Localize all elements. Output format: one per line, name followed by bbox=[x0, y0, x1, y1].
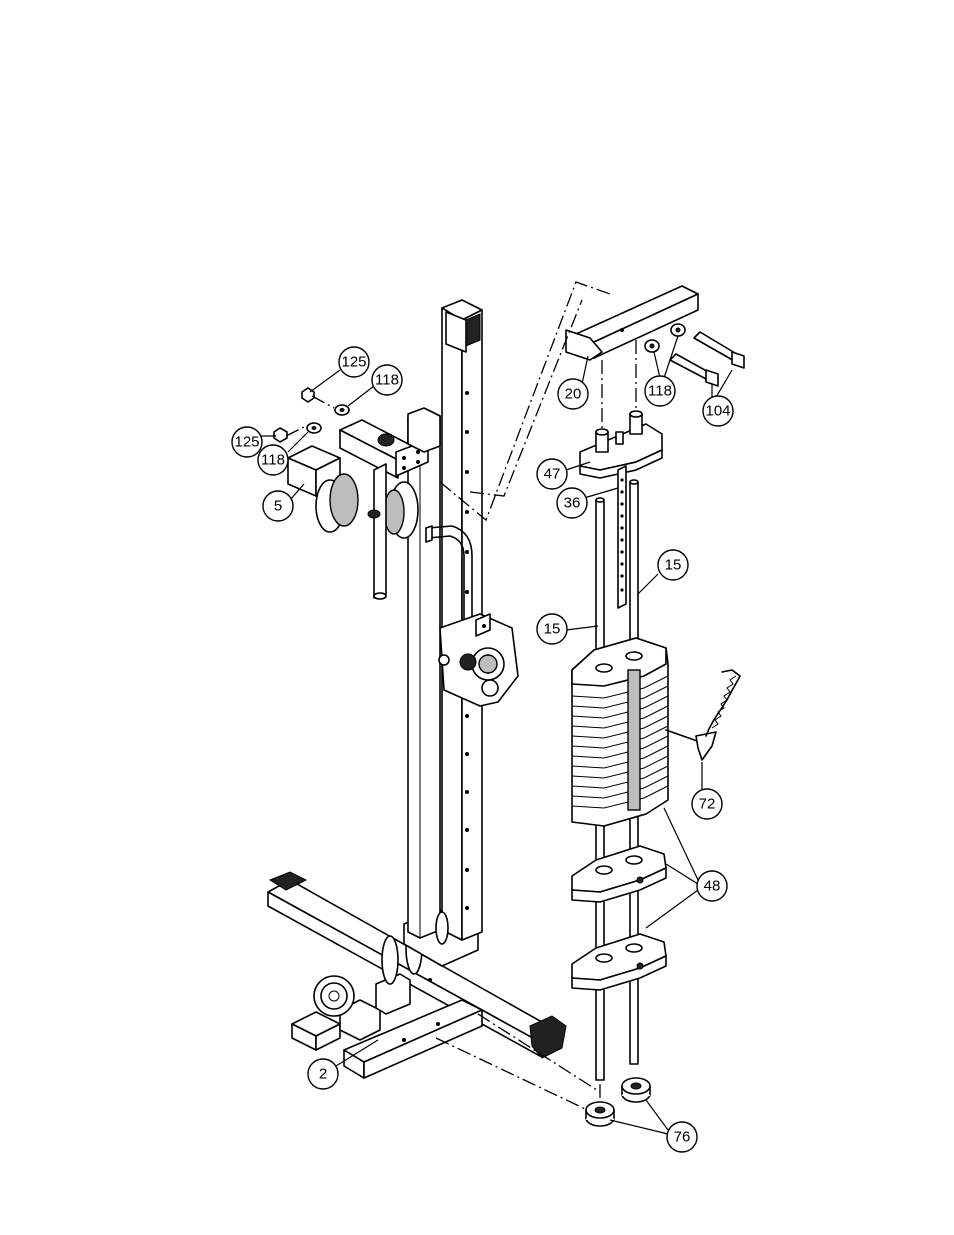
callout-118-left: 118 bbox=[258, 445, 288, 475]
callout-118-top: 118 bbox=[372, 365, 402, 395]
callout-label: 20 bbox=[565, 386, 582, 403]
callout-label: 5 bbox=[274, 498, 282, 515]
callout-label: 125 bbox=[234, 434, 259, 451]
bracket-hardware bbox=[274, 388, 349, 442]
callout-2: 2 bbox=[308, 1059, 338, 1089]
callout-72: 72 bbox=[692, 789, 722, 819]
callout-label: 104 bbox=[705, 403, 730, 420]
callout-label: 2 bbox=[319, 1066, 327, 1083]
callout-76: 76 bbox=[667, 1122, 697, 1152]
selector-pin bbox=[666, 670, 740, 760]
callout-47: 47 bbox=[537, 459, 567, 489]
callout-5: 5 bbox=[263, 491, 293, 521]
callout-label: 48 bbox=[704, 878, 721, 895]
rubber-bumpers bbox=[586, 1078, 650, 1126]
callout-label: 15 bbox=[544, 621, 561, 638]
callout-label: 118 bbox=[261, 452, 285, 469]
callout-15-left: 15 bbox=[537, 614, 567, 644]
callout-20: 20 bbox=[558, 379, 588, 409]
callout-label: 36 bbox=[564, 495, 581, 512]
callout-118-right: 118 bbox=[645, 376, 675, 406]
callout-label: 76 bbox=[674, 1129, 691, 1146]
callout-label: 125 bbox=[341, 354, 366, 371]
callout-125-top: 125 bbox=[339, 347, 369, 377]
callout-label: 72 bbox=[699, 796, 716, 813]
top-cross-member bbox=[566, 286, 744, 386]
callout-label: 15 bbox=[665, 557, 682, 574]
callout-label: 47 bbox=[544, 466, 561, 483]
callout-label: 118 bbox=[375, 372, 399, 389]
top-plate-and-stem bbox=[580, 411, 662, 608]
callout-label: 118 bbox=[648, 383, 672, 400]
callout-15-right: 15 bbox=[658, 550, 688, 580]
callout-125-left: 125 bbox=[232, 427, 262, 457]
callout-104: 104 bbox=[703, 396, 733, 426]
weight-stack bbox=[572, 638, 668, 990]
callout-36: 36 bbox=[557, 488, 587, 518]
callout-48: 48 bbox=[697, 871, 727, 901]
